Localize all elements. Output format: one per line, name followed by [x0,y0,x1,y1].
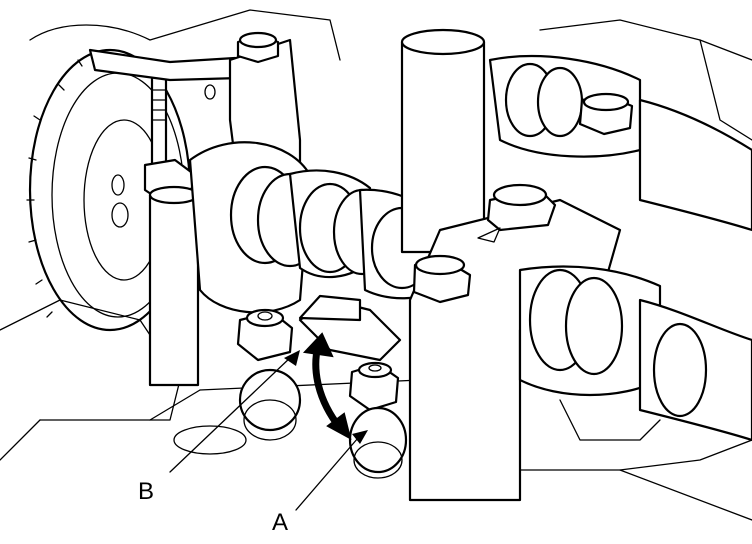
clearance-markers [284,350,368,444]
callout-b-label: B [138,478,155,505]
right-adjuster [348,361,408,479]
camshaft-left [188,141,442,314]
camshaft-right-upper [488,55,752,232]
movement-arrow [302,332,352,440]
left-adjuster [236,308,302,441]
center-post [400,28,486,254]
stud-bolt [143,63,200,387]
leader-lines [169,355,359,511]
camshaft-right-lower [518,265,752,442]
callout-a-label: A [272,509,289,536]
